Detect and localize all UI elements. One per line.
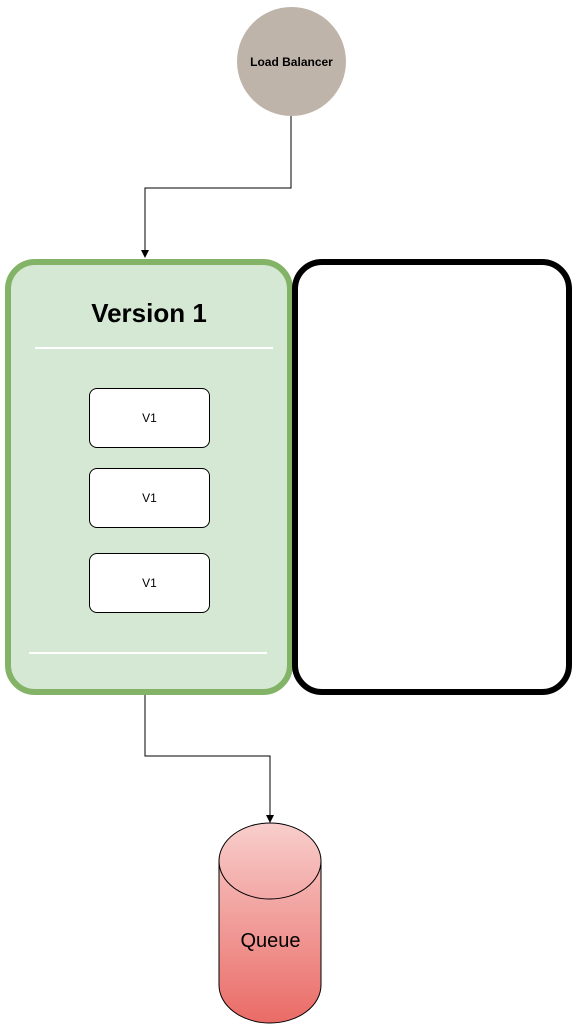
load-balancer-label: Load Balancer [250,54,333,69]
load-balancer-node[interactable]: Load Balancer [237,7,346,116]
divider-bottom [29,652,267,654]
queue-label: Queue [240,930,301,952]
instance-box[interactable]: V1 [89,553,210,613]
empty-group-box[interactable] [292,259,572,695]
connector-lb-to-version [141,116,292,258]
queue-body [218,822,322,1024]
queue-top-rim [218,860,322,900]
connector-version-to-queue [144,689,274,823]
instance-box[interactable]: V1 [89,388,210,448]
divider-top [35,347,273,349]
version-1-group[interactable]: Version 1 V1 V1 V1 [5,259,293,695]
instance-box[interactable]: V1 [89,468,210,528]
version-title: Version 1 [91,298,207,328]
queue-cylinder[interactable] [218,822,322,1024]
